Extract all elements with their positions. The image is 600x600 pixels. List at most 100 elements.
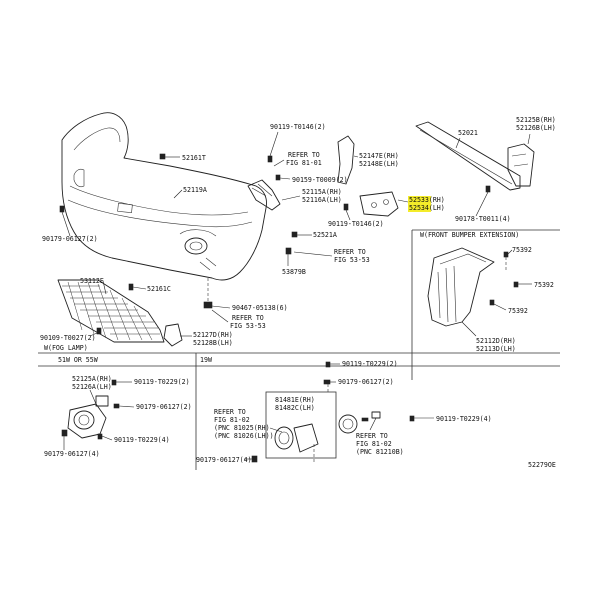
label-90179-06127-2c: 90179-06127(2) <box>338 378 394 386</box>
screw-90119-T0229-b[interactable] <box>325 361 340 368</box>
diagram-number: 52279OE <box>528 461 556 469</box>
clip-90179-06127-b[interactable] <box>113 403 135 409</box>
label-52125B: 52125B(RH) <box>516 116 556 124</box>
label-90179-06127-2b: 90179-06127(2) <box>136 403 192 411</box>
label-90178-T0011: 90178-T0011(4) <box>455 215 511 223</box>
screw-90109-T0027[interactable] <box>89 327 102 337</box>
bracket-52125B[interactable] <box>507 133 535 187</box>
clip-52521A[interactable] <box>291 231 312 238</box>
label-ref-53-53-b[interactable]: FIG 53-53 <box>334 256 370 264</box>
leader-ref-81-01 <box>273 159 285 167</box>
clip-75392-b[interactable] <box>513 281 532 288</box>
screw-90119-T0229-a[interactable] <box>111 379 132 386</box>
label-ref-81-01-a[interactable]: REFER TO <box>288 151 320 159</box>
clip-90159-T0009[interactable] <box>275 174 291 181</box>
fog-lamp-bulb[interactable] <box>338 411 381 434</box>
screw-90119-T0229-c[interactable] <box>97 433 113 441</box>
label-52116A: 52116A(LH) <box>302 196 342 204</box>
label-pnc-81026: (PNC 81026(LH)) <box>214 432 274 440</box>
clip-75392-a[interactable] <box>503 249 513 258</box>
label-wfbe: W(FRONT BUMPER EXTENSION) <box>420 231 519 239</box>
bolt-90178-T0011[interactable] <box>475 185 491 217</box>
clip-75392-c[interactable] <box>489 299 507 311</box>
fog-lamp-bracket-52125A[interactable] <box>67 389 109 439</box>
label-ref-81-01-b[interactable]: FIG 81-01 <box>286 159 322 167</box>
label-52127D: 52127D(RH) <box>193 331 233 339</box>
label-52126B: 52126B(LH) <box>516 124 556 132</box>
clip-90179-06127-e[interactable] <box>244 455 258 463</box>
label-52119A: 52119A <box>183 186 207 194</box>
clip-52161T[interactable] <box>159 153 180 160</box>
label-90119-T0146-2a: 90119-T0146(2) <box>270 123 326 131</box>
label-53112E: 53112E <box>80 277 104 285</box>
label-52533: 52533(RH) <box>409 196 445 204</box>
screw-90179-06127-a[interactable] <box>59 205 71 237</box>
leader-52119A <box>173 189 183 199</box>
label-ref-53-53-a[interactable]: REFER TO <box>334 248 366 256</box>
support-52147E[interactable] <box>337 135 359 185</box>
extension-52112D[interactable] <box>427 247 495 337</box>
highlight-52533 <box>408 196 431 204</box>
label-90159-T0009: 90159-T0009(2) <box>292 176 348 184</box>
cover-52127D[interactable] <box>163 323 192 347</box>
clip-90179-06127-d[interactable] <box>323 379 336 385</box>
label-52113D: 52113D(LH) <box>476 345 516 353</box>
label-ref-81-02-c[interactable]: REFER TO <box>356 432 388 440</box>
label-51w-55w: 51W OR 55W <box>58 356 98 364</box>
leader-52115A <box>281 195 301 201</box>
clip-90467-05138[interactable] <box>203 301 231 309</box>
screw-90119-T0146-a[interactable] <box>267 131 279 163</box>
label-90119-T0229-4b: 90119-T0229(4) <box>436 415 492 423</box>
retainer-52533[interactable] <box>359 191 409 217</box>
label-52115A: 52115A(RH) <box>302 188 342 196</box>
clip-90179-06127-c[interactable] <box>61 429 68 450</box>
label-52125A: 52125A(RH) <box>72 375 112 383</box>
label-90119-T0229-4a: 90119-T0229(4) <box>114 436 170 444</box>
leader-ref-53-53-c <box>211 309 229 323</box>
label-52534: 52534(LH) <box>409 204 445 212</box>
leader-ref-53-53-a <box>293 251 333 257</box>
label-90179-06127-4b: 90179-06127(4) <box>196 456 252 464</box>
label-52112D: 52112D(RH) <box>476 337 516 345</box>
clip-53879B[interactable] <box>285 247 292 266</box>
label-ref-53-53-d[interactable]: FIG 53-53 <box>230 322 266 330</box>
label-75392-a: 75392 <box>512 246 532 254</box>
label-19w: 19W <box>200 356 212 364</box>
label-90179-06127-4: 90179-06127(4) <box>44 450 100 458</box>
fog-lamp-81481E[interactable] <box>274 423 319 453</box>
label-52161C: 52161C <box>147 285 171 293</box>
label-90119-T0146-2b: 90119-T0146(2) <box>328 220 384 228</box>
label-52128B: 52128B(LH) <box>193 339 233 347</box>
fog-lamp-box <box>265 391 337 459</box>
label-75392-b: 75392 <box>534 281 554 289</box>
label-81482C: 81482C(LH) <box>275 404 315 412</box>
label-wfog: W(FOG LAMP) <box>44 344 88 352</box>
label-90119-T0229-2a: 90119-T0229(2) <box>134 378 190 386</box>
bracket-52115A[interactable] <box>247 179 281 211</box>
label-52021: 52021 <box>458 129 478 137</box>
screw-90119-T0146-b[interactable] <box>343 203 351 221</box>
label-90467-05138: 90467-05138(6) <box>232 304 288 312</box>
label-90109-T0027: 90109-T0027(2) <box>40 334 96 342</box>
label-81481E: 81481E(RH) <box>275 396 315 404</box>
label-ref-81-02-b[interactable]: FIG 81-02 <box>214 416 250 424</box>
label-52126A: 52126A(LH) <box>72 383 112 391</box>
label-ref-81-02-d[interactable]: FIG 81-02 <box>356 440 392 448</box>
leader-53112E <box>102 280 107 295</box>
leader-ref-81-02-a <box>269 427 283 433</box>
label-52148E: 52148E(LH) <box>359 160 399 168</box>
label-90179-06127-2a: 90179-06127(2) <box>42 235 98 243</box>
clip-52161C[interactable] <box>128 283 147 291</box>
front-bumper-cover[interactable] <box>61 112 267 281</box>
label-ref-81-02-a[interactable]: REFER TO <box>214 408 246 416</box>
label-75392-c: 75392 <box>508 307 528 315</box>
highlight-52534 <box>408 204 431 212</box>
label-ref-53-53-c[interactable]: REFER TO <box>232 314 264 322</box>
reinforcement-52021[interactable] <box>415 121 521 191</box>
label-90119-T0229-2b: 90119-T0229(2) <box>342 360 398 368</box>
lower-grille-53112E[interactable] <box>57 279 165 343</box>
screw-90119-T0229-d[interactable] <box>409 415 434 422</box>
label-52521A: 52521A <box>313 231 337 239</box>
label-pnc-81025: (PNC 81025(RH) <box>214 424 270 432</box>
